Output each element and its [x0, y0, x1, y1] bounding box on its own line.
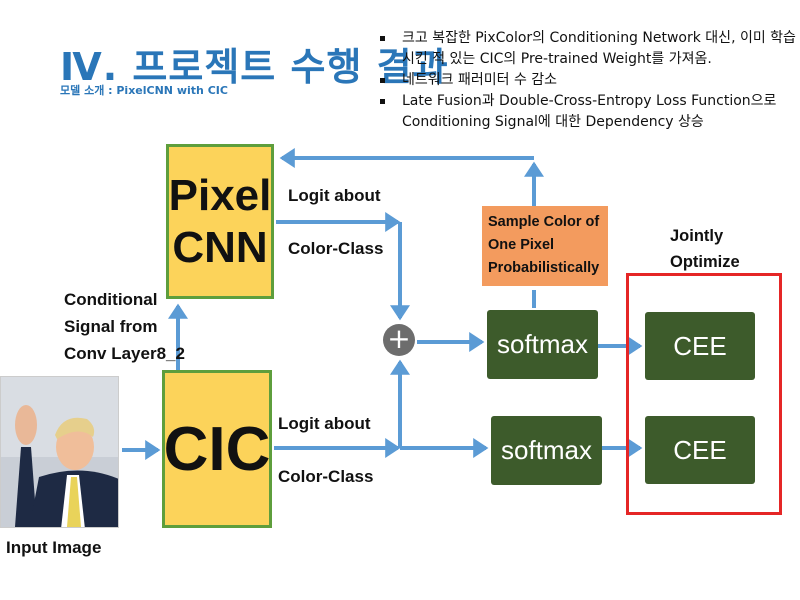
sample-label-3: Probabilistically [488, 260, 600, 276]
sample-label-1: Sample Color of [488, 214, 600, 230]
sample-color-box: Sample Color of One Pixel Probabilistica… [482, 206, 608, 286]
softmax-top-box: softmax [487, 310, 598, 379]
pixelcnn-label-line1: Pixel [168, 170, 272, 220]
logit-top-label-2: Color-Class [288, 239, 384, 258]
cond-label-2: Signal from [64, 317, 158, 336]
cic-box: CIC [162, 370, 272, 528]
person-illustration [1, 377, 118, 527]
cond-label-1: Conditional [64, 290, 158, 309]
bullet-item: 크고 복잡한 PixColor의 Conditioning Network 대신… [376, 28, 796, 70]
logit-top-label-1: Logit about [288, 186, 381, 205]
sample-label-2: One Pixel [488, 237, 555, 253]
cee-bottom-box: CEE [645, 416, 755, 484]
cond-label-3: Conv Layer8_2 [64, 344, 185, 363]
bullet-item: 네트워크 패러미터 수 감소 [376, 70, 796, 91]
input-image-photo [0, 376, 119, 528]
cee-top-box: CEE [645, 312, 755, 380]
fusion-plus-node: + [383, 324, 415, 356]
softmax-bottom-box: softmax [491, 416, 602, 485]
joint-optimize-box [626, 273, 782, 515]
input-image-label: Input Image [6, 538, 102, 557]
jointly-label-1: Jointly [670, 227, 724, 245]
logit-bottom-label-2: Color-Class [278, 467, 374, 486]
pixelcnn-label-line2: CNN [172, 222, 268, 272]
cic-label: CIC [163, 414, 271, 484]
jointly-label-2: Optimize [670, 253, 740, 271]
logit-bottom-label-1: Logit about [278, 414, 371, 433]
pixelcnn-box: Pixel CNN [166, 144, 274, 299]
page-subtitle: 모델 소개 : PixelCNN with CIC [60, 84, 228, 97]
bullet-list: 크고 복잡한 PixColor의 Conditioning Network 대신… [376, 28, 796, 133]
bullet-item: Late Fusion과 Double-Cross-Entropy Loss F… [376, 91, 796, 133]
